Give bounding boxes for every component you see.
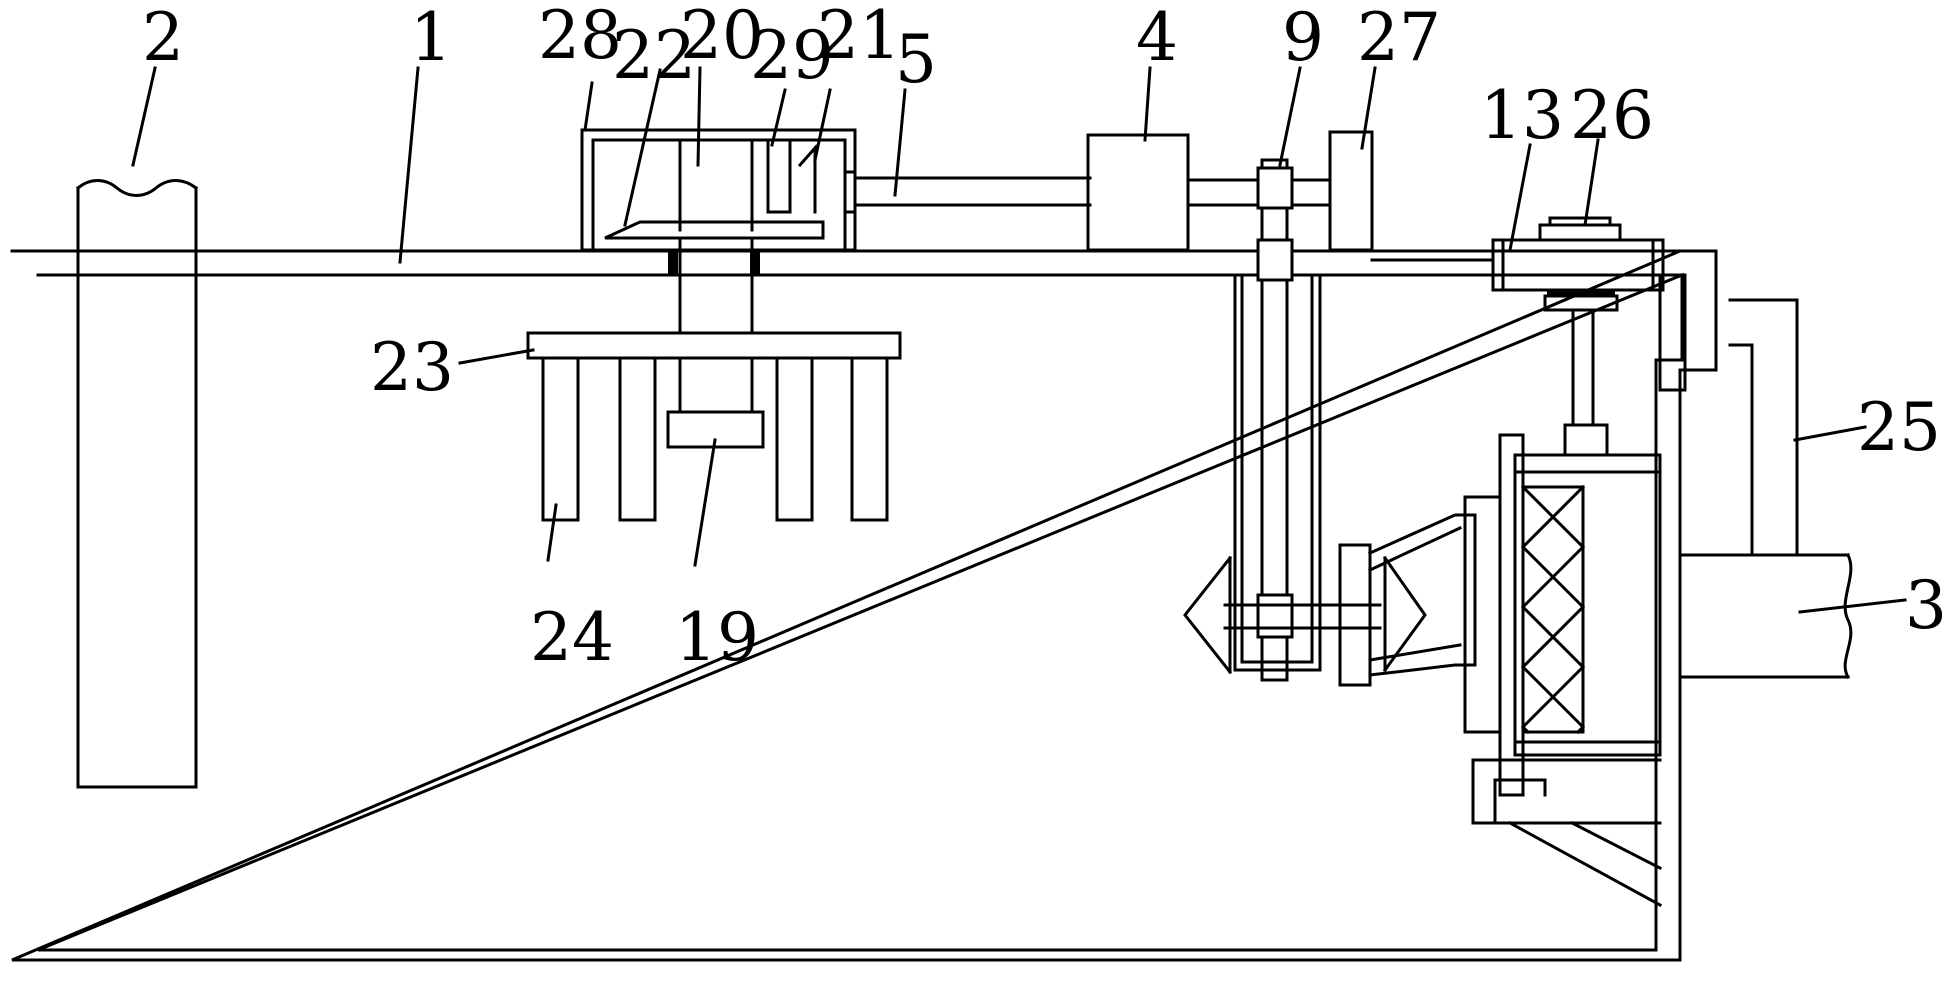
upper-shaft (853, 130, 1374, 252)
part-labels: 2 1 28 22 20 29 21 5 4 9 27 13 26 23 25 … (142, 0, 1942, 676)
label-26: 26 (1570, 77, 1654, 154)
label-20: 20 (680, 0, 764, 74)
label-29: 29 (750, 17, 834, 94)
label-27: 27 (1357, 0, 1441, 76)
outlet-pipe (1678, 298, 1853, 680)
left-cutter (1183, 555, 1233, 675)
label-24: 24 (530, 599, 614, 676)
label-9: 9 (1282, 0, 1324, 76)
leader-lines (131, 66, 1907, 614)
label-13: 13 (1480, 77, 1564, 154)
agitator (526, 238, 902, 522)
label-19: 19 (675, 599, 759, 676)
label-5: 5 (895, 21, 937, 98)
label-25: 25 (1857, 389, 1941, 466)
label-1: 1 (410, 0, 452, 76)
nozzle-assembly (1338, 495, 1502, 734)
filter-block (1471, 433, 1663, 908)
label-21: 21 (817, 0, 901, 74)
inlet-pipe (75, 179, 199, 789)
label-28: 28 (538, 0, 622, 74)
label-22: 22 (612, 17, 696, 94)
label-3: 3 (1905, 567, 1942, 644)
label-4: 4 (1136, 0, 1178, 76)
label-23: 23 (370, 329, 454, 406)
belt-drive (1223, 158, 1382, 682)
top-bearing (1370, 216, 1665, 457)
label-2: 2 (142, 0, 184, 76)
gearbox-frame (580, 128, 857, 252)
